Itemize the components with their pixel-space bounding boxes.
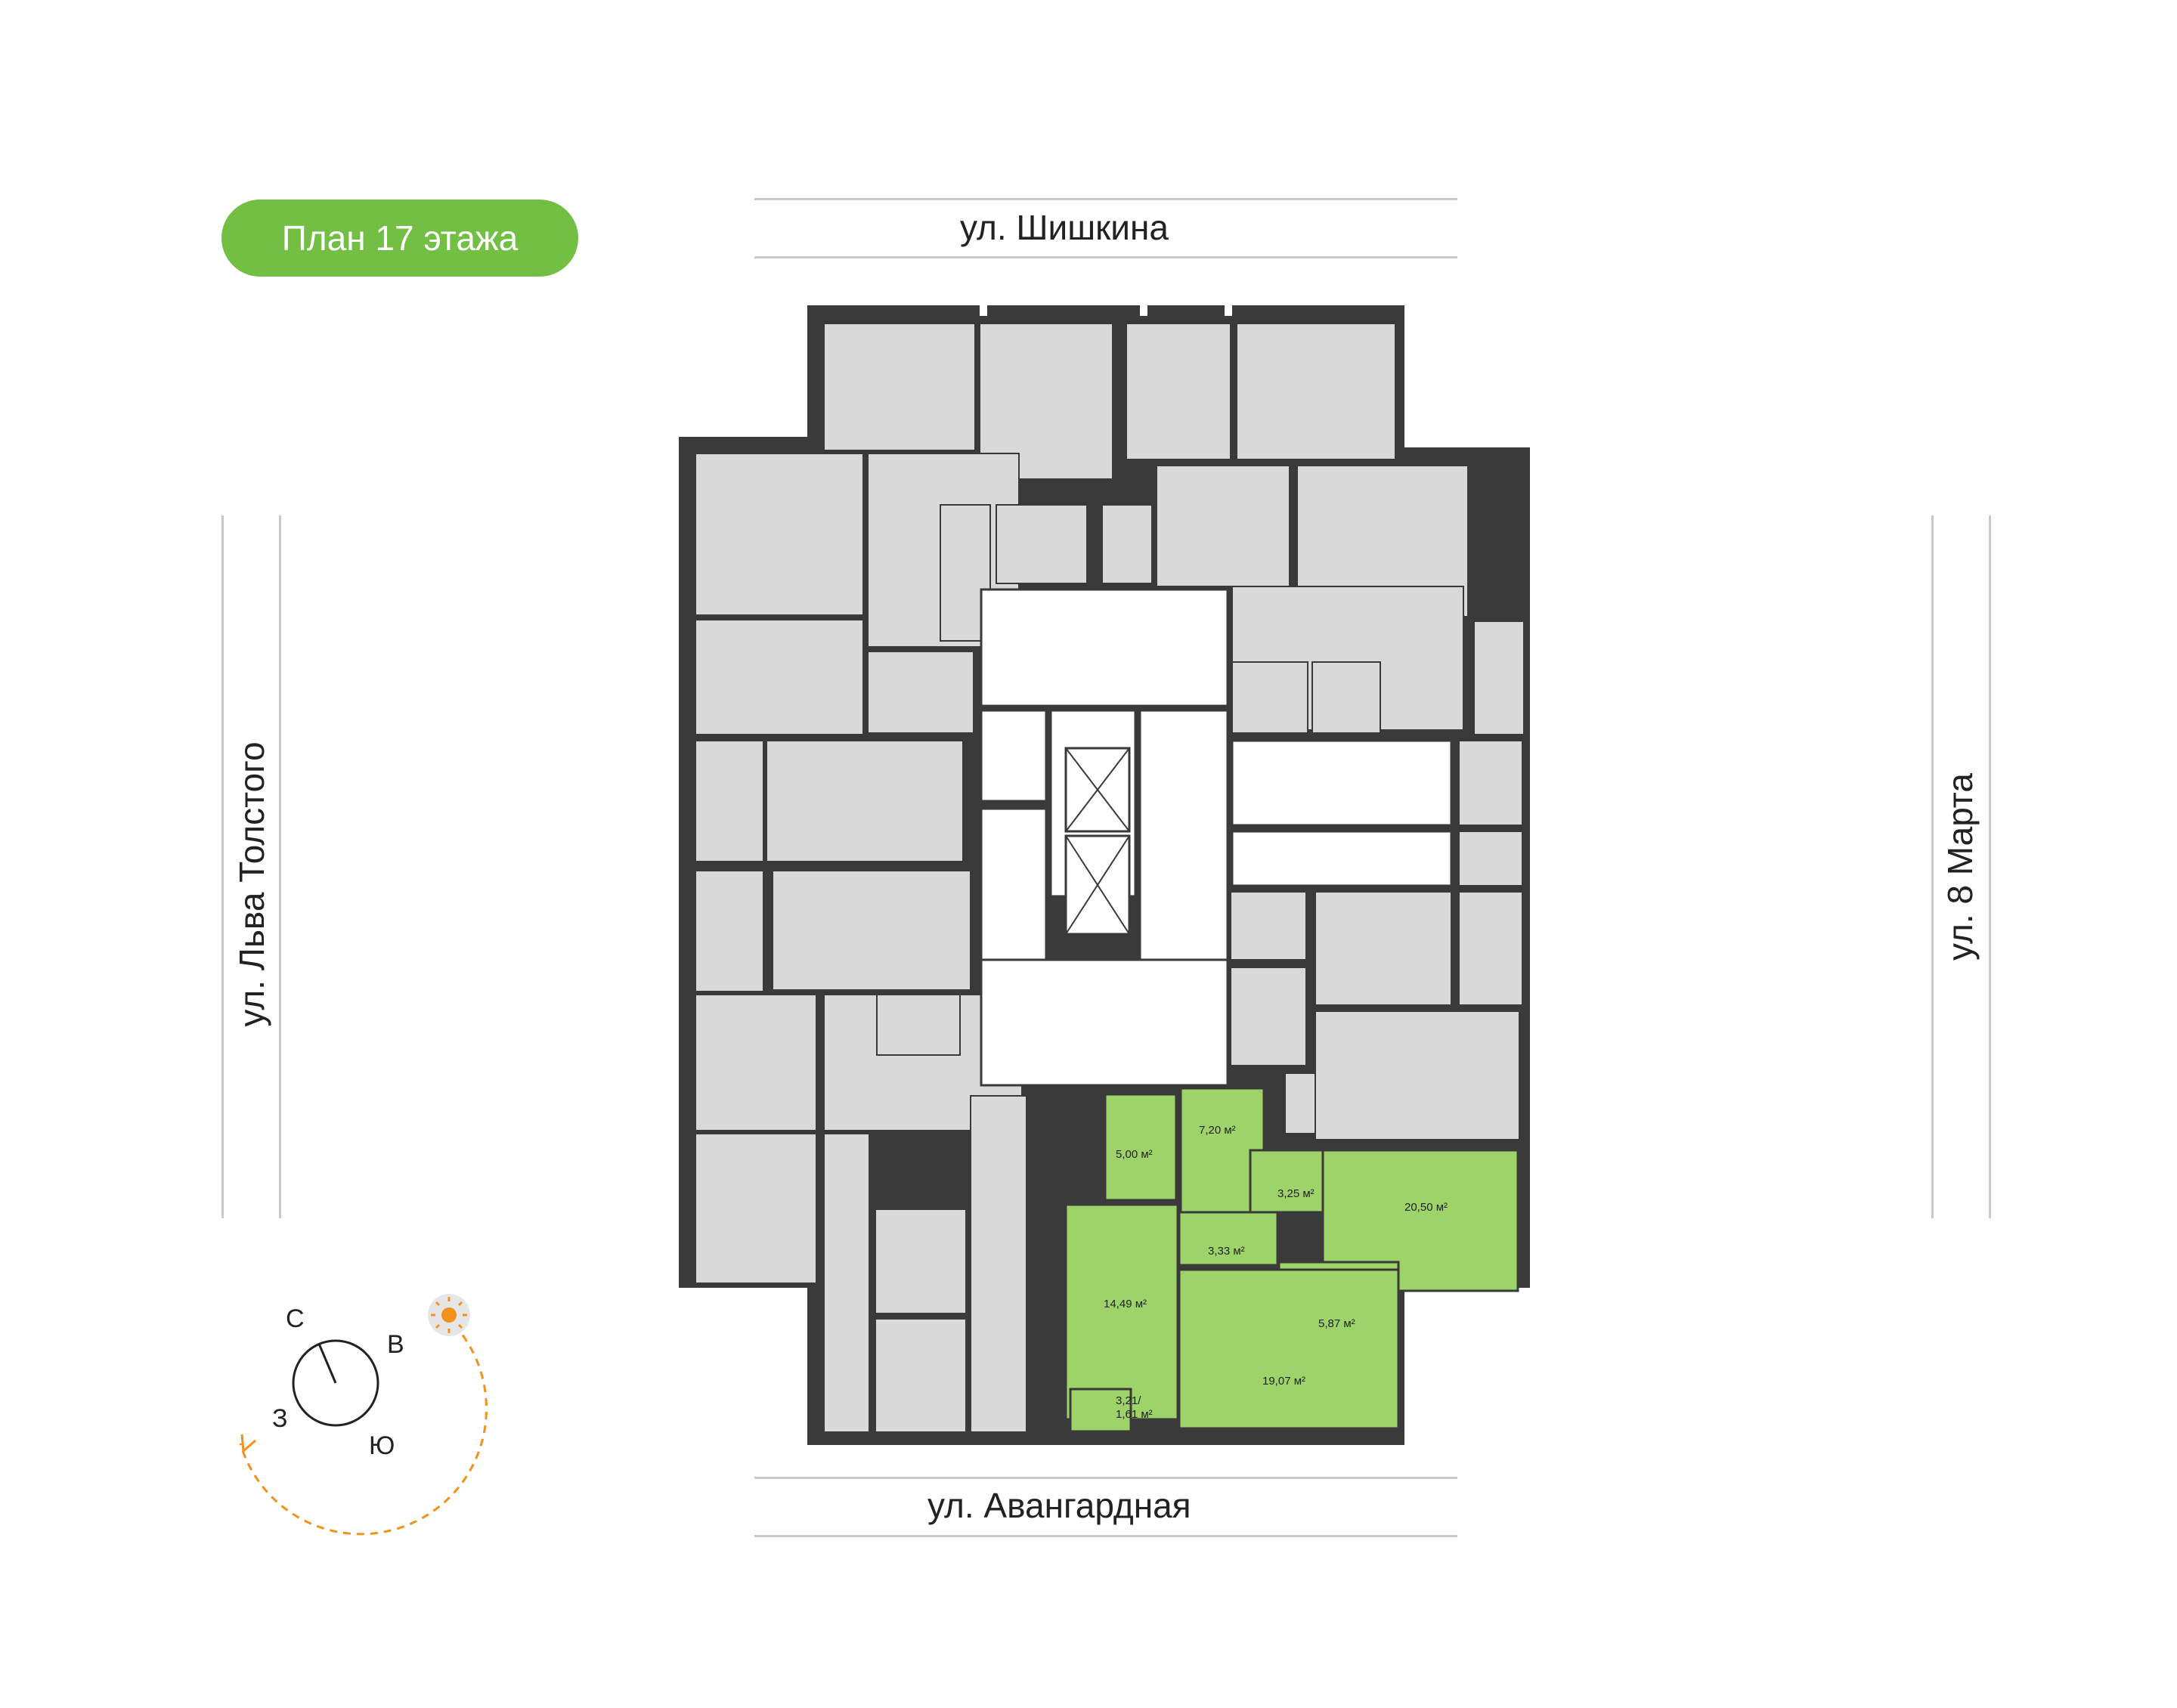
area-label: 19,07 м² xyxy=(1262,1375,1305,1388)
south-street-line-bottom xyxy=(754,1535,1457,1537)
area-label: 3,33 м² xyxy=(1208,1245,1245,1258)
room-balcony xyxy=(1069,1388,1132,1433)
compass-west: З xyxy=(272,1404,288,1433)
highlighted-apartment xyxy=(1064,1087,1519,1433)
central-core xyxy=(980,588,1453,1087)
rooms-north xyxy=(823,323,1469,648)
area-label-line: 3,21/ xyxy=(1116,1394,1141,1407)
area-label: 5,87 м² xyxy=(1318,1317,1355,1330)
rooms-east xyxy=(1230,586,1525,1140)
sun-icon xyxy=(428,1294,470,1336)
north-street-line-top xyxy=(754,198,1457,200)
room-corridor xyxy=(1178,1211,1279,1267)
room-bedroom xyxy=(1064,1203,1179,1421)
room-bathroom xyxy=(1104,1093,1178,1202)
stairwell xyxy=(1231,739,1453,827)
north-street-line-bottom xyxy=(754,256,1457,258)
room-large xyxy=(1178,1268,1400,1430)
area-label-line: 1,61 м² xyxy=(1116,1408,1153,1421)
rooms-west xyxy=(695,453,1027,1433)
floor-title-badge: План 17 этажа xyxy=(221,200,578,277)
area-label: 3,25 м² xyxy=(1277,1187,1315,1200)
area-label: 20,50 м² xyxy=(1404,1201,1448,1214)
compass-east: В xyxy=(387,1330,404,1359)
area-label: 3,21/ 1,61 м² xyxy=(1116,1394,1153,1421)
compass-south: Ю xyxy=(369,1431,395,1460)
area-label: 7,20 м² xyxy=(1199,1124,1236,1137)
area-label: 14,49 м² xyxy=(1104,1298,1147,1310)
south-street-line-top xyxy=(754,1477,1457,1479)
east-street-line-left xyxy=(1931,515,1934,1218)
west-street-line-left xyxy=(221,515,224,1218)
floor-title: План 17 этажа xyxy=(281,218,519,258)
area-labels: 7,20 м² 5,00 м² 3,25 м² 20,50 м² 3,33 м²… xyxy=(1104,1124,1448,1421)
west-street-line-right xyxy=(279,515,281,1218)
compass-north: С xyxy=(286,1304,305,1333)
area-label: 5,00 м² xyxy=(1116,1148,1153,1161)
compass-icon: С В Ю З xyxy=(239,1304,488,1536)
east-street-line-right xyxy=(1989,515,1991,1218)
street-label-north: ул. Шишкина xyxy=(960,208,1169,247)
room-wc xyxy=(1249,1149,1324,1214)
street-label-south: ул. Авангардная xyxy=(927,1486,1191,1525)
